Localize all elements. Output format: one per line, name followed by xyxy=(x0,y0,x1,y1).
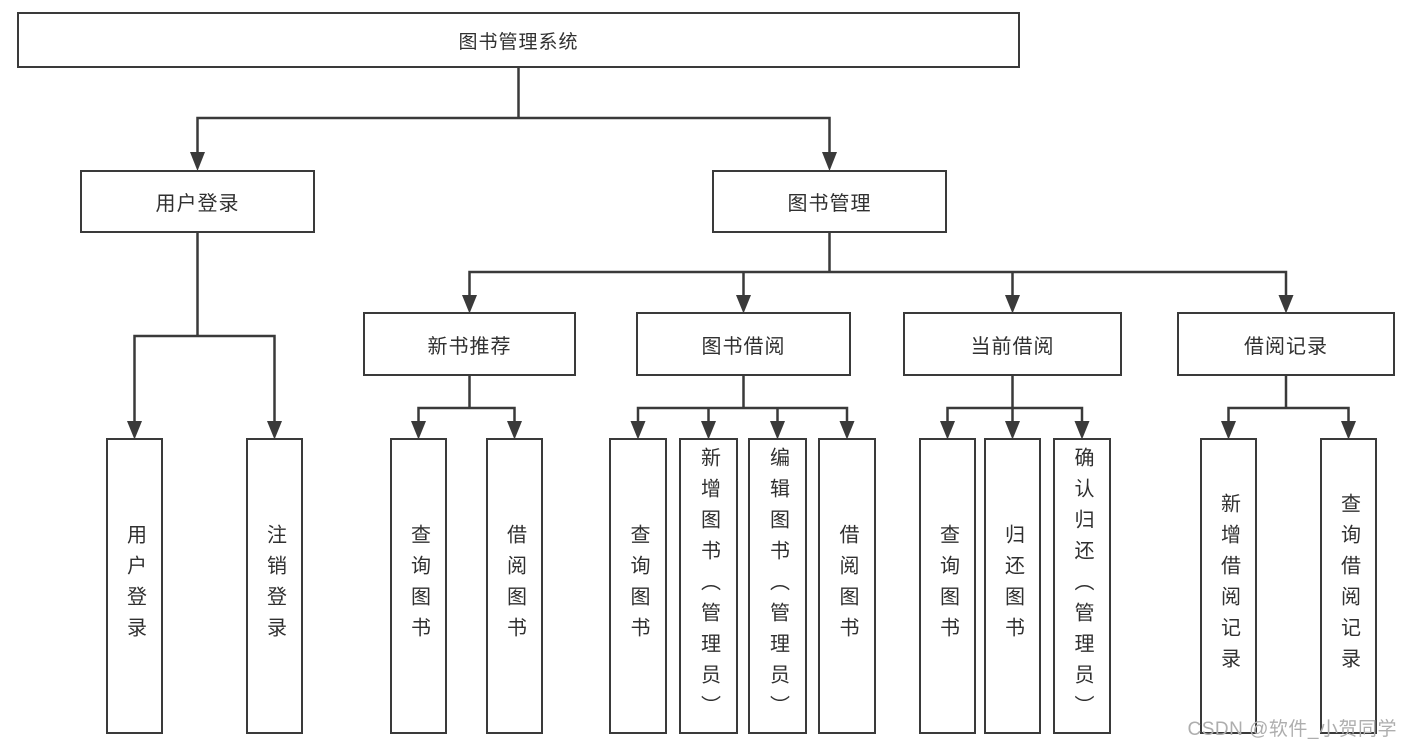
connector-bookborrow-to-leaves xyxy=(636,374,849,424)
leaf-query-books-borrow: 查询图书 xyxy=(609,438,667,734)
arrowheads xyxy=(127,152,1356,440)
leaf-user-login: 用户登录 xyxy=(106,438,163,734)
leaf-borrow-books: 借阅图书 xyxy=(818,438,876,734)
node-book-management: 图书管理 xyxy=(712,170,947,233)
leaf-confirm-return-admin: 确认归还（管理员） xyxy=(1053,438,1111,734)
leaf-add-book-admin: 新增图书（管理员） xyxy=(679,438,738,734)
connector-root-to-level2 xyxy=(196,66,831,154)
leaf-add-borrow-record: 新增借阅记录 xyxy=(1200,438,1257,734)
connector-currentborrow-to-leaves xyxy=(946,374,1084,424)
watermark: CSDN @软件_小贺同学 xyxy=(1187,719,1397,740)
connector-bookmgmt-to-level3 xyxy=(468,231,1288,296)
leaf-query-books-current: 查询图书 xyxy=(919,438,976,734)
node-borrowing-records: 借阅记录 xyxy=(1177,312,1395,376)
node-current-borrowing: 当前借阅 xyxy=(903,312,1122,376)
leaf-query-borrow-record: 查询借阅记录 xyxy=(1320,438,1377,734)
node-user-login: 用户登录 xyxy=(80,170,315,233)
connector-userlogin-to-leaves xyxy=(133,231,276,422)
leaf-query-books-recommend: 查询图书 xyxy=(390,438,447,734)
leaf-edit-book-admin: 编辑图书（管理员） xyxy=(748,438,807,734)
node-book-borrowing: 图书借阅 xyxy=(636,312,851,376)
leaf-return-book: 归还图书 xyxy=(984,438,1041,734)
node-library-management-system: 图书管理系统 xyxy=(17,12,1020,68)
node-new-book-recommendation: 新书推荐 xyxy=(363,312,576,376)
connector-borrowrecord-to-leaves xyxy=(1227,374,1350,424)
connector-newbook-to-leaves xyxy=(417,374,516,424)
leaf-logout: 注销登录 xyxy=(246,438,303,734)
leaf-borrow-books-recommend: 借阅图书 xyxy=(486,438,543,734)
